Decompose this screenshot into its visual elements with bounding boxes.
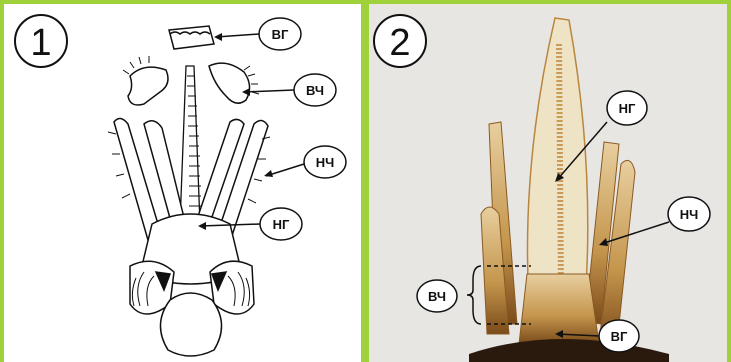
- svg-text:НЧ: НЧ: [316, 155, 335, 170]
- panel-number-1: 1: [30, 22, 51, 64]
- panel-number-badge-1: 1: [15, 15, 67, 67]
- label-vch-1: ВЧ: [242, 74, 336, 106]
- svg-text:НЧ: НЧ: [680, 207, 699, 222]
- labium-drawing: [130, 214, 254, 356]
- svg-text:ВГ: ВГ: [272, 27, 289, 42]
- panel-number-badge-2: 2: [374, 15, 426, 67]
- svg-text:НГ: НГ: [273, 217, 290, 232]
- hypopharynx-photo: [527, 18, 587, 304]
- panel-number-2: 2: [389, 22, 410, 64]
- photo-panel: 2 НГ: [369, 4, 727, 362]
- specimen-base: [469, 339, 669, 362]
- mouthparts-photo: 2 НГ: [369, 4, 727, 362]
- label-vch-2: ВЧ: [417, 280, 457, 312]
- svg-text:НГ: НГ: [619, 101, 636, 116]
- labrum-drawing: [169, 26, 214, 49]
- label-vg-1: ВГ: [214, 18, 301, 50]
- drawing-panel: 1: [4, 4, 361, 362]
- label-nch-1: НЧ: [264, 146, 346, 178]
- hypopharynx-drawing: [180, 66, 201, 224]
- svg-text:ВЧ: ВЧ: [428, 289, 446, 304]
- svg-text:ВГ: ВГ: [611, 329, 628, 344]
- mouthparts-drawing: 1: [4, 4, 361, 362]
- svg-text:ВЧ: ВЧ: [306, 83, 324, 98]
